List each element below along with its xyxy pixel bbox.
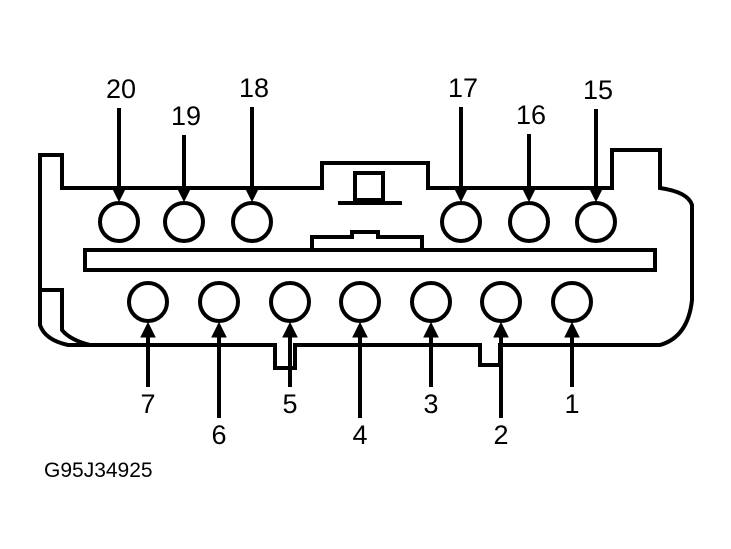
pin-arrows: [111, 107, 604, 418]
arrow-head-19: [176, 186, 192, 203]
arrow-head-1: [564, 321, 580, 338]
pin-labels: 20 19 18 17 16 15 7 6 5 4 3 2 1: [106, 73, 613, 450]
pin-1: [551, 281, 593, 323]
pin-16: [508, 201, 550, 243]
pin-20: [98, 201, 140, 243]
pin-label-7: 7: [140, 389, 155, 419]
pin-label-5: 5: [282, 389, 297, 419]
arrow-head-15: [588, 186, 604, 203]
pin-18: [231, 201, 273, 243]
pin-label-20: 20: [106, 74, 136, 104]
pin-4: [339, 281, 381, 323]
arrow-head-3: [423, 321, 439, 338]
arrow-head-4: [352, 321, 368, 338]
arrow-head-20: [111, 186, 127, 203]
pin-label-15: 15: [583, 75, 613, 105]
pin-19: [163, 201, 205, 243]
pin-17: [440, 201, 482, 243]
pin-label-1: 1: [564, 389, 579, 419]
arrow-head-7: [140, 321, 156, 338]
pin-6: [198, 281, 240, 323]
pin-circles: [98, 201, 617, 323]
pin-label-17: 17: [448, 73, 478, 103]
pin-label-19: 19: [171, 101, 201, 131]
arrow-head-2: [493, 321, 509, 338]
pin-label-6: 6: [211, 420, 226, 450]
pin-5: [269, 281, 311, 323]
arrow-head-17: [453, 186, 469, 203]
arrow-head-16: [521, 186, 537, 203]
pin-label-16: 16: [516, 100, 546, 130]
arrow-head-18: [244, 186, 260, 203]
pin-3: [410, 281, 452, 323]
pin-15: [575, 201, 617, 243]
pin-label-18: 18: [239, 73, 269, 103]
pin-label-4: 4: [352, 420, 367, 450]
pin-label-2: 2: [493, 420, 508, 450]
pin-label-3: 3: [423, 389, 438, 419]
arrow-head-5: [282, 321, 298, 338]
pin-2: [480, 281, 522, 323]
pin-7: [127, 281, 169, 323]
connector-housing: [38, 148, 694, 370]
figure-code: G95J34925: [44, 459, 153, 482]
arrow-head-6: [211, 321, 227, 338]
